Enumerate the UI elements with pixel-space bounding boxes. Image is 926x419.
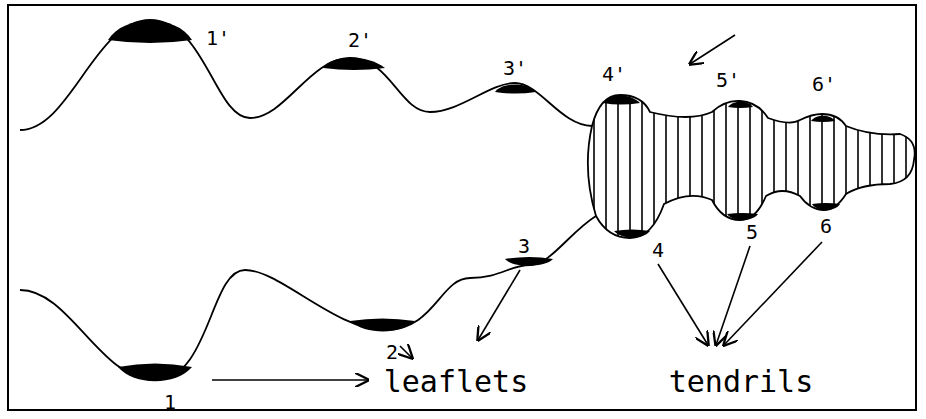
part-name: leaflets xyxy=(384,367,529,397)
callout-number: 1' xyxy=(206,28,230,48)
callout-number: 2' xyxy=(348,30,372,50)
primordia xyxy=(108,21,840,382)
callout-number: 2 xyxy=(386,342,398,362)
lower-margin xyxy=(20,216,596,380)
leader-arrows xyxy=(212,35,822,380)
callout-number: 4' xyxy=(602,64,626,84)
tendril-region xyxy=(588,95,915,238)
part-name: tendrils xyxy=(669,367,814,397)
callout-number: 6' xyxy=(812,74,836,94)
callout-number: 3' xyxy=(503,58,527,78)
callout-number: 3 xyxy=(518,236,530,256)
callout-number: 1 xyxy=(164,392,176,412)
callout-number: 5' xyxy=(716,70,740,90)
callout-number: 5 xyxy=(746,222,758,242)
callout-number: 6 xyxy=(820,216,832,236)
upper-margin xyxy=(20,20,592,130)
frame xyxy=(8,5,916,410)
callout-number: 4 xyxy=(652,240,664,260)
